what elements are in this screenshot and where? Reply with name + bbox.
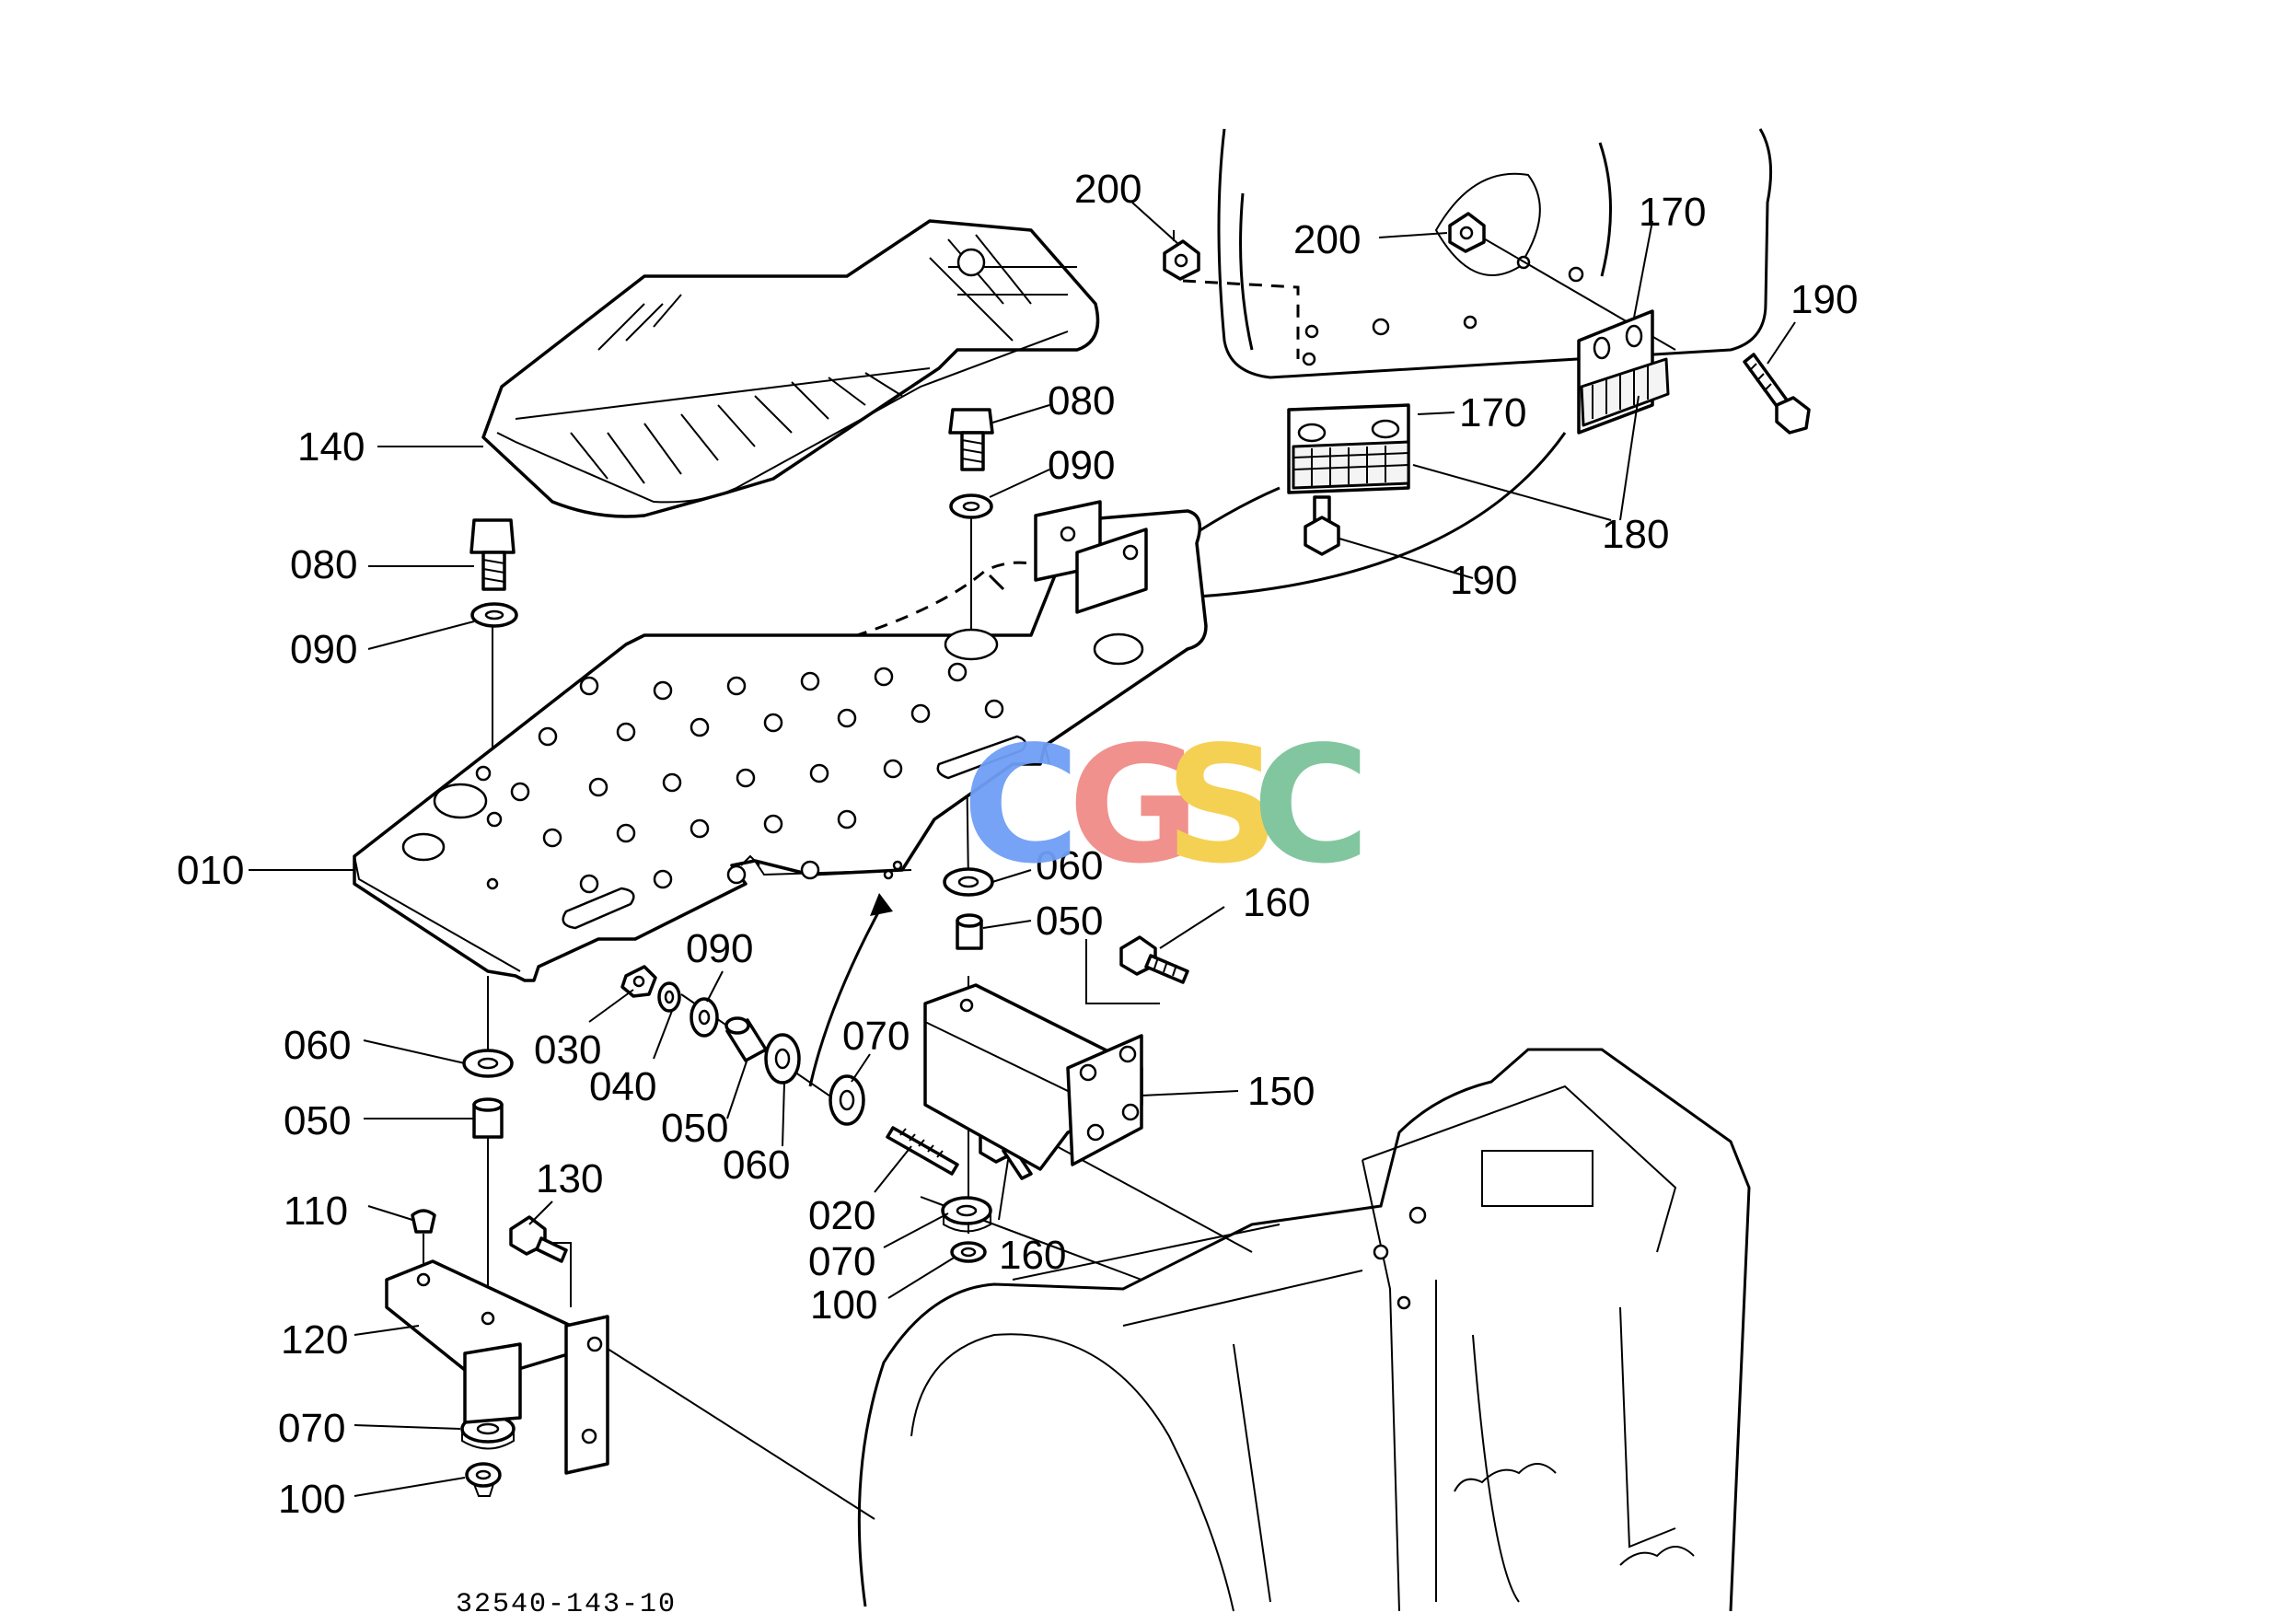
callout-020: 020 xyxy=(808,1193,875,1238)
callout-060-center: 060 xyxy=(1036,843,1103,888)
callout-090-upper: 090 xyxy=(1048,443,1115,488)
callout-150: 150 xyxy=(1247,1069,1315,1114)
part-200-nut-left xyxy=(1163,230,1200,281)
part-140-rubber-mat xyxy=(481,219,1100,518)
part-040-lock-washer xyxy=(657,981,681,1013)
part-180-rubber-front xyxy=(1292,440,1410,490)
callout-leaders xyxy=(249,202,1796,1497)
callout-130: 130 xyxy=(536,1156,603,1201)
part-100-nut-left xyxy=(465,1462,502,1497)
callout-170-front: 170 xyxy=(1459,390,1526,435)
watermark-letter-g: G xyxy=(1068,713,1200,899)
callout-090-left: 090 xyxy=(290,627,357,672)
callout-060-mid: 060 xyxy=(723,1143,790,1188)
callout-090-mid: 090 xyxy=(686,926,753,971)
callout-160-upper: 160 xyxy=(1243,880,1310,925)
part-110-grease-nipple xyxy=(411,1209,436,1234)
callout-070-mid: 070 xyxy=(842,1014,910,1059)
callout-190-rear: 190 xyxy=(1790,277,1858,322)
part-200-nut-right xyxy=(1448,212,1486,253)
callout-120: 120 xyxy=(281,1317,348,1363)
part-030-nut xyxy=(620,965,657,998)
part-100-nut-center xyxy=(950,1241,987,1263)
callout-190-front: 190 xyxy=(1450,558,1517,603)
part-080-bolt-upper xyxy=(948,408,994,471)
part-070-rubber-center xyxy=(941,1196,992,1233)
callout-070-center: 070 xyxy=(808,1239,875,1284)
callout-200-right: 200 xyxy=(1293,217,1361,262)
part-130-bolt xyxy=(509,1215,568,1263)
document-number: 32540-143-10 xyxy=(456,1589,677,1620)
callout-030: 030 xyxy=(534,1027,601,1073)
part-070-rubber-mid xyxy=(829,1074,865,1126)
step-front-brackets xyxy=(1034,500,1148,614)
callout-070-left: 070 xyxy=(278,1406,345,1451)
callout-labels: 200 200 170 190 170 180 190 140 080 090 … xyxy=(177,167,1858,1522)
part-050-collar-mid xyxy=(724,1016,768,1062)
callout-200-left: 200 xyxy=(1074,167,1142,212)
part-080-bolt-left xyxy=(469,518,516,591)
part-020-stud-bolt xyxy=(886,1126,959,1176)
callout-050-mid: 050 xyxy=(661,1106,728,1151)
part-060-spacer-left xyxy=(462,1049,514,1078)
callout-110: 110 xyxy=(284,1189,348,1234)
callout-050-left: 050 xyxy=(284,1098,351,1143)
watermark-letter-c1: C xyxy=(962,713,1080,899)
callout-050-center: 050 xyxy=(1036,899,1103,944)
part-060-spacer-mid xyxy=(764,1033,801,1085)
part-050-collar-center xyxy=(956,913,983,950)
callout-140: 140 xyxy=(297,424,365,470)
part-090-washer-left xyxy=(470,602,518,628)
callout-100-center: 100 xyxy=(810,1282,877,1328)
callout-080-upper: 080 xyxy=(1048,378,1115,423)
callout-040: 040 xyxy=(589,1064,656,1109)
callout-080-left: 080 xyxy=(290,542,357,587)
part-150-bracket xyxy=(923,983,1143,1171)
part-090-washer-mid xyxy=(690,997,719,1038)
part-190-bolt-rear xyxy=(1743,353,1811,435)
callout-100-left: 100 xyxy=(278,1477,345,1522)
part-160-bolt-upper xyxy=(1119,935,1189,984)
callout-160-lower: 160 xyxy=(999,1233,1066,1278)
part-120-bracket xyxy=(385,1259,609,1475)
callout-170-rear: 170 xyxy=(1639,190,1706,235)
part-050-collar-left xyxy=(472,1097,504,1139)
cgsc-watermark-logo: C G S C xyxy=(962,713,1370,899)
callout-180: 180 xyxy=(1602,512,1669,557)
callout-060-left: 060 xyxy=(284,1023,351,1068)
transmission-housing xyxy=(857,128,1773,1612)
part-180-rubber-rear xyxy=(1580,357,1670,427)
callout-010: 010 xyxy=(177,848,244,893)
watermark-letter-c2: C xyxy=(1252,713,1370,899)
part-190-bolt-front xyxy=(1304,495,1340,556)
part-010-step-plate xyxy=(353,509,1208,982)
part-090-washer-upper xyxy=(949,493,993,519)
watermark-letter-s: S xyxy=(1165,713,1281,899)
